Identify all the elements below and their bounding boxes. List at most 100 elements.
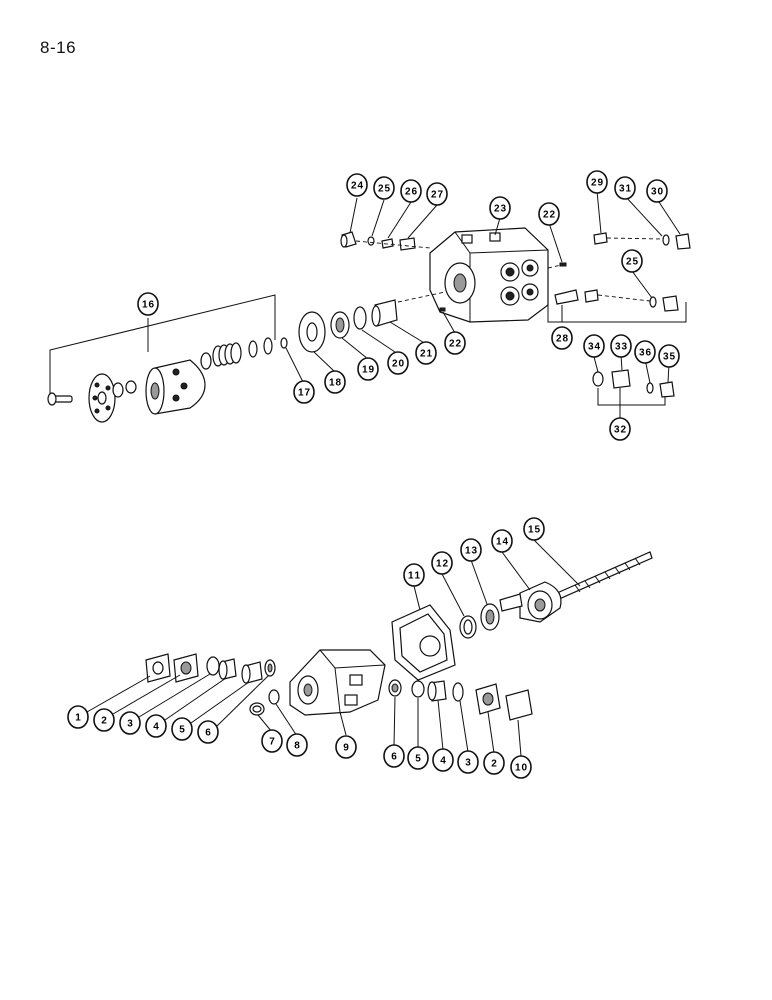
callout-circle <box>483 751 505 775</box>
callout-circle <box>93 708 115 732</box>
callout-label: 33 <box>615 342 627 353</box>
callout-c26: 26 <box>400 179 422 203</box>
part-21-sleeve <box>371 299 398 327</box>
callout-circle <box>614 176 636 200</box>
callout-label: 24 <box>351 181 363 192</box>
callout-label: 13 <box>465 546 477 557</box>
callout-c2b: 2 <box>483 751 505 775</box>
page-number: 8-16 <box>40 38 77 57</box>
callout-c9: 9 <box>335 735 357 759</box>
callout-label: 22 <box>449 339 461 350</box>
callout-label: 22 <box>543 210 555 221</box>
callout-label: 26 <box>405 187 417 198</box>
callout-label: 12 <box>436 559 448 570</box>
callout-label: 2 <box>101 716 107 727</box>
callout-circle <box>646 179 668 203</box>
callout-circle <box>357 357 379 381</box>
callout-circle <box>335 735 357 759</box>
callout-c24: 24 <box>346 173 368 197</box>
callout-c36: 36 <box>634 340 656 364</box>
callout-label: 29 <box>591 178 603 189</box>
callout-c6a: 6 <box>197 720 219 744</box>
part-20-ring <box>353 306 367 330</box>
part-19-bearing <box>330 311 350 339</box>
callout-circle <box>324 370 346 394</box>
callout-c32: 32 <box>609 417 631 441</box>
callout-label: 23 <box>494 204 506 215</box>
callout-circle <box>489 196 511 220</box>
callout-c33: 33 <box>610 334 632 358</box>
callout-c28: 28 <box>551 326 573 350</box>
part-13-bearing <box>480 603 500 631</box>
callout-label: 4 <box>440 756 446 767</box>
callout-label: 3 <box>127 719 133 730</box>
parts-24-27 <box>340 231 431 251</box>
part-11-gasket <box>391 604 456 681</box>
callout-circle <box>460 538 482 562</box>
callout-circle <box>137 292 159 316</box>
callout-c2a: 2 <box>93 708 115 732</box>
leader-lines <box>86 190 681 757</box>
callout-label: 25 <box>378 184 390 195</box>
callout-label: 5 <box>179 725 185 736</box>
parts-1-8-left <box>145 653 280 716</box>
callout-circle <box>415 341 437 365</box>
callout-circle <box>538 202 560 226</box>
callout-label: 27 <box>431 190 443 201</box>
callout-label: 34 <box>588 342 600 353</box>
callout-circle <box>346 173 368 197</box>
callout-label: 14 <box>496 537 508 548</box>
callout-label: 21 <box>420 349 432 360</box>
part-18-plate <box>298 311 326 353</box>
callout-c18: 18 <box>324 370 346 394</box>
callout-c5b: 5 <box>407 746 429 770</box>
callout-label: 35 <box>663 352 675 363</box>
callout-label: 3 <box>465 758 471 769</box>
bracket-16 <box>49 294 276 395</box>
callout-c6b: 6 <box>383 744 405 768</box>
callout-label: 4 <box>153 722 159 733</box>
callout-c1: 1 <box>67 705 89 729</box>
rotating-group-parts <box>47 337 288 423</box>
callout-circle <box>457 750 479 774</box>
callout-circle <box>444 331 466 355</box>
callout-label: 11 <box>408 571 420 582</box>
callout-c34: 34 <box>583 334 605 358</box>
callout-label: 6 <box>391 752 397 763</box>
callout-c17: 17 <box>293 380 315 404</box>
callout-c27: 27 <box>426 182 448 206</box>
part-14-swashplate <box>499 581 562 623</box>
callout-circle <box>426 182 448 206</box>
callout-label: 15 <box>528 525 540 536</box>
callout-circle <box>403 563 425 587</box>
callout-label: 16 <box>142 300 154 311</box>
callout-c29: 29 <box>586 170 608 194</box>
callout-c15: 15 <box>523 517 545 541</box>
callout-label: 5 <box>415 754 421 765</box>
callout-circle <box>610 334 632 358</box>
callout-label: 20 <box>392 359 404 370</box>
callout-c16: 16 <box>137 292 159 316</box>
callout-circle <box>383 744 405 768</box>
callout-circle <box>609 417 631 441</box>
callout-circle <box>491 529 513 553</box>
callout-c12: 12 <box>431 551 453 575</box>
callout-c13: 13 <box>460 538 482 562</box>
callout-circle <box>400 179 422 203</box>
callout-label: 8 <box>294 741 300 752</box>
callout-circle <box>293 380 315 404</box>
callout-label: 6 <box>205 728 211 739</box>
callout-circle <box>387 351 409 375</box>
callout-label: 31 <box>619 184 631 195</box>
callout-c20: 20 <box>387 351 409 375</box>
parts-33-36 <box>592 369 675 418</box>
callout-c3a: 3 <box>119 711 141 735</box>
callout-label: 7 <box>269 737 275 748</box>
callout-circle <box>586 170 608 194</box>
part-12-race <box>459 615 477 639</box>
callout-c4b: 4 <box>432 748 454 772</box>
callout-c11: 11 <box>403 563 425 587</box>
callout-c8: 8 <box>286 733 308 757</box>
